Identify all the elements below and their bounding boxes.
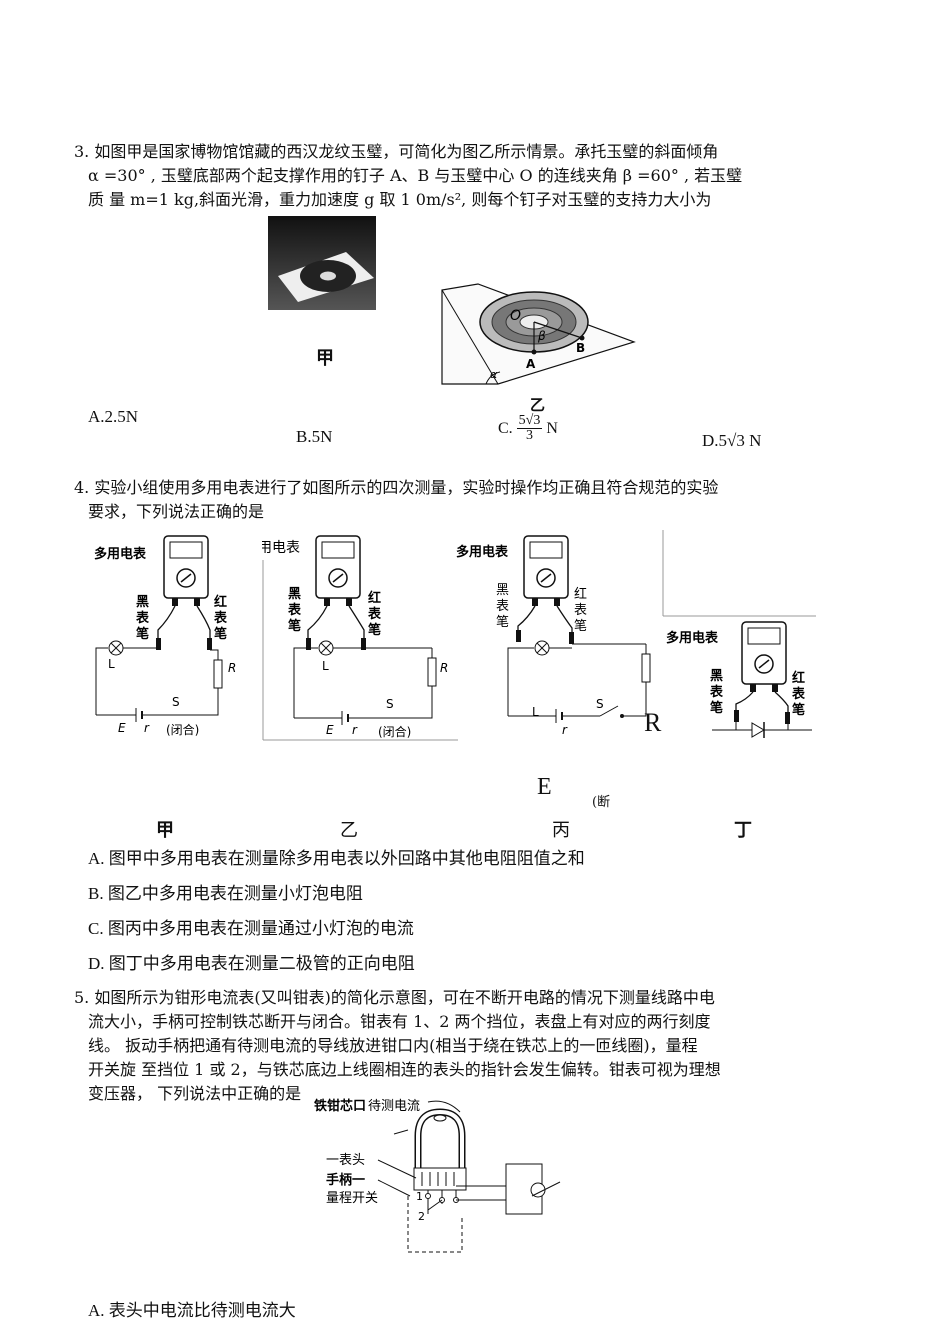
q5-line-4: 开关旋 至挡位 1 或 2，与铁芯底边上线圈相连的表头的指针会发生偏转。钳表可视… [88,1060,721,1079]
svg-text:笔: 笔 [136,626,149,642]
circuit-jia: 多用电表 黑 表 笔 红 表 笔 L R S E r (闭合) [88,530,246,740]
closed-label-yi: (闭合) [378,724,411,739]
svg-text:表: 表 [791,686,806,702]
svg-text:笔: 笔 [792,702,805,718]
svg-text:笔: 笔 [496,614,509,630]
resistor-label-jia: R [228,661,236,675]
internal-r-label-jia: r [144,721,150,735]
circuit-ding: 多用电表 黑 表 笔 红 表 笔 [662,530,816,742]
internal-r-label-yi: r [352,723,358,737]
svg-text:表: 表 [496,599,509,614]
figure-label-ding-4: 丁 [734,820,752,841]
q5-line-2: 流大小，手柄可控制铁芯断开与闭合。钳表有 1、2 两个挡位，表盘上有对应的两行刻… [88,1012,711,1031]
meter-label-jia: 多用电表 [94,546,147,562]
q3-option-c-denominator: 3 [526,428,534,443]
wire-label: 待测电流 [368,1099,420,1114]
svg-text:黑: 黑 [288,587,301,602]
svg-text:笔: 笔 [214,626,227,642]
switch-label: 量程开关 [326,1191,378,1206]
q3-line-2: α =30° , 玉璧底部两个起支撑作用的钉子 A、B 与玉璧中心 O 的连线夹… [88,166,743,185]
label-A: A [526,357,536,371]
svg-text:表: 表 [287,602,302,618]
svg-text:表: 表 [135,610,150,626]
open-label-bing: (断 [592,795,611,810]
q3-line-1: 3. 如图甲是国家博物馆馆藏的西汉龙纹玉璧，可简化为图乙所示情景。承托玉璧的斜面… [74,142,719,161]
q3-option-a: A.2.5N [88,407,139,426]
handle-label: 手柄一 [326,1172,365,1188]
red-probe-label-jia: 红 [214,594,227,610]
q3-line-3: 质 量 m=1 kg,斜面光滑，重力加速度 g 取 1 0m/s², 则每个钉子… [88,190,712,209]
q5-line-5: 变压器， 下列说法中正确的是 [88,1084,302,1103]
svg-text:表: 表 [213,610,228,626]
meter-label-yi: 多用电表 [262,539,300,556]
svg-text:黑: 黑 [710,669,723,684]
figure-label-yi-4: 乙 [340,820,358,841]
label-beta: β [537,329,546,343]
position-1-label: 1 [416,1190,423,1203]
q4-option-b: B. 图乙中多用电表在测量小灯泡电阻 [88,884,363,903]
label-B: B [576,341,585,355]
emf-label-yi: E [326,723,334,737]
internal-r-label-bing: r [562,723,568,737]
q4-option-c: C. 图丙中多用电表在测量通过小灯泡的电流 [88,919,414,938]
meter-label-ding: 多用电表 [666,630,719,646]
position-2-label: 2 [418,1210,425,1223]
svg-text:笔: 笔 [368,622,381,638]
svg-text:红: 红 [368,590,381,606]
lamp-label-jia: L [108,657,115,671]
q4-option-d: D. 图丁中多用电表在测量二极管的正向电阻 [88,954,415,973]
q4-line-2: 要求，下列说法正确的是 [88,502,265,521]
big-R-label: R [644,708,662,737]
svg-text:笔: 笔 [288,618,301,634]
jade-photo [268,216,376,310]
switch-label-yi: S [386,697,394,711]
q5-option-a: A. 表头中电流比待测电流大 [88,1301,296,1320]
svg-text:笔: 笔 [710,700,723,716]
emf-label-jia: E [118,721,126,735]
meter-head-label: 一表头 [326,1153,365,1168]
q3-option-c-unit: N [546,419,558,437]
core-label: 铁钳芯口 [313,1098,366,1114]
circuit-yi: 多用电表 黑 表 笔 红 表 笔 L R S E r (闭合) [244,530,458,742]
closed-label-jia: (闭合) [166,722,199,737]
svg-text:表: 表 [574,603,587,618]
q3-option-c: C. 5√3 3 N [498,414,558,443]
label-alpha: α [490,368,498,381]
meter-label-bing: 多用电表 [456,544,509,560]
q3-option-d: D.5√3 N [702,431,762,450]
switch-label-jia: S [172,695,180,709]
q3-option-c-fraction: 5√3 3 [516,413,543,443]
svg-text:红: 红 [792,670,805,686]
big-E-label: E [537,774,552,800]
figure-label-bing-4: 丙 [552,820,570,841]
svg-text:红: 红 [574,586,587,602]
svg-text:笔: 笔 [574,618,587,634]
switch-label-bing: S [596,697,604,711]
q3-option-c-prefix: C. [498,419,513,437]
resistor-label-yi: R [440,661,448,675]
q4-line-1: 4. 实验小组使用多用电表进行了如图所示的四次测量，实验时操作均正确且符合规范的… [74,478,719,497]
figure-label-jia: 甲 [316,348,334,369]
lamp-label-yi: L [322,659,329,673]
circuit-bing: 多用电表 黑 表 笔 红 表 笔 L S r [452,530,662,742]
q4-option-a: A. 图甲中多用电表在测量除多用电表以外回路中其他电阻阻值之和 [88,849,585,868]
lamp-label-bing: L [532,705,539,719]
q5-line-1: 5. 如图所示为钳形电流表(又叫钳表)的简化示意图，可在不断开电路的情况下测量线… [74,988,715,1007]
svg-text:黑: 黑 [496,583,509,598]
label-O: O [510,308,521,324]
figure-label-yi: 乙 [530,396,546,414]
q5-line-3: 线。 扳动手柄把通有待测电流的导线放进钳口内(相当于绕在铁芯上的一匝线圈)，量程 [88,1036,698,1055]
figure-label-jia-4: 甲 [156,820,174,841]
q3-option-b: B.5N [296,427,333,446]
q3-option-c-numerator: 5√3 [516,413,543,429]
svg-text:表: 表 [367,606,382,622]
svg-text:表: 表 [709,684,724,700]
clamp-meter-diagram: 铁钳芯口 待测电流 一表头 手柄一 量程开关 1 2 [310,1096,610,1256]
black-probe-label-jia: 黑 [136,595,149,610]
incline-diagram: O β A B α [438,280,636,390]
